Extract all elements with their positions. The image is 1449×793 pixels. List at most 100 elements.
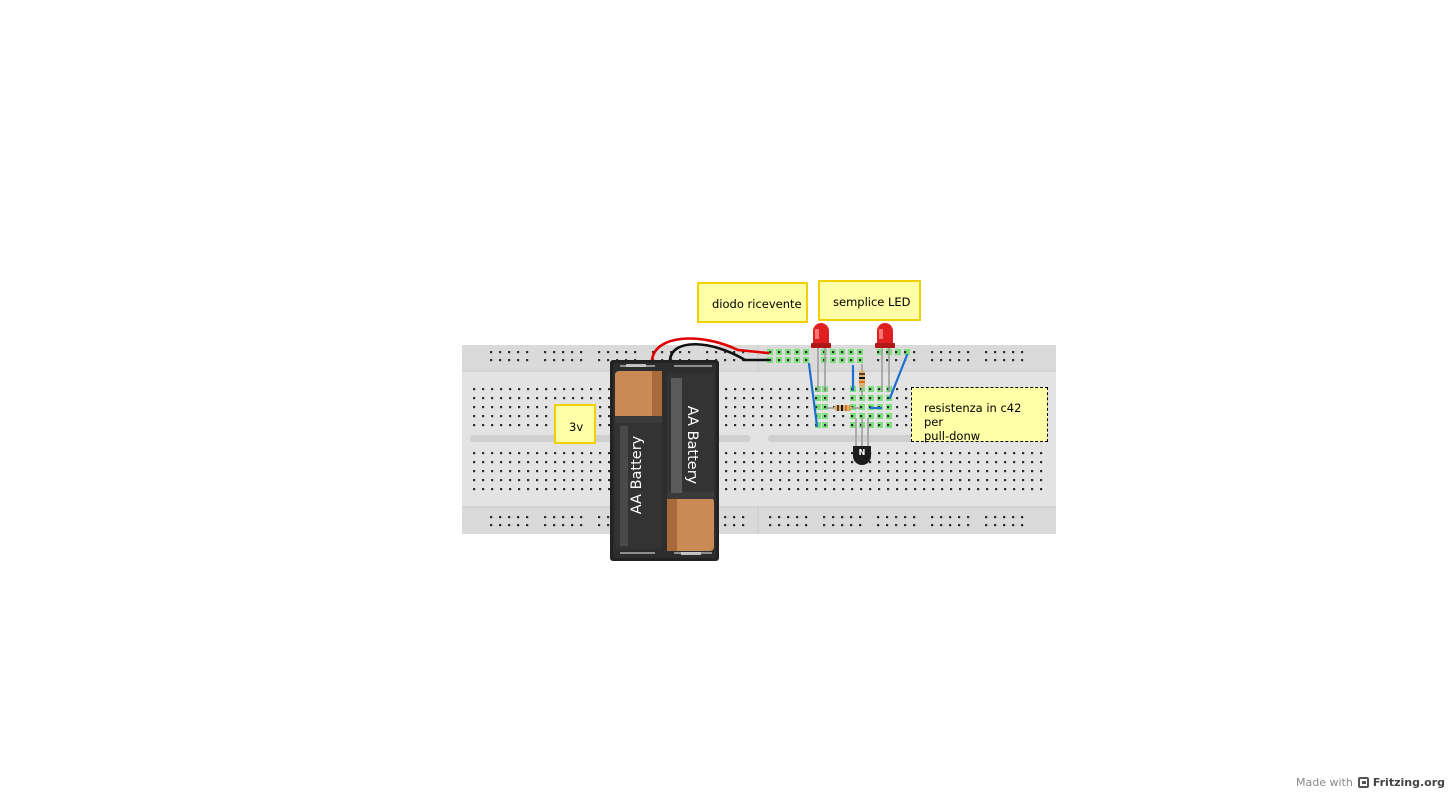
breadboard-hole (1013, 470, 1016, 473)
breadboard-hole (941, 452, 944, 455)
breadboard-hole (860, 470, 863, 473)
breadboard-hole (778, 359, 781, 362)
note-diodo-ricevente[interactable]: diodo ricevente (697, 282, 808, 323)
wire-negative (668, 343, 770, 362)
breadboard-hole (832, 351, 835, 354)
breadboard-hole (1022, 488, 1025, 491)
breadboard-hole (473, 388, 476, 391)
breadboard-hole (553, 351, 556, 354)
breadboard-hole (491, 452, 494, 455)
breadboard-hole (770, 424, 773, 427)
breadboard-hole (968, 452, 971, 455)
breadboard-hole (553, 524, 556, 527)
breadboard-hole (1003, 524, 1006, 527)
breadboard-hole (887, 488, 890, 491)
breadboard-hole (877, 359, 880, 362)
breadboard-hole (806, 388, 809, 391)
breadboard-hole (527, 488, 530, 491)
breadboard-hole (806, 461, 809, 464)
breadboard-hole (833, 415, 836, 418)
breadboard-hole (940, 351, 943, 354)
breadboard-hole (724, 351, 727, 354)
breadboard-hole (761, 452, 764, 455)
breadboard-hole (527, 415, 530, 418)
breadboard-hole (949, 359, 952, 362)
breadboard-hole (1040, 452, 1043, 455)
breadboard-hole (608, 388, 611, 391)
breadboard-hole (725, 388, 728, 391)
note-semplice-led[interactable]: semplice LED (818, 280, 921, 321)
breadboard-hole (995, 488, 998, 491)
breadboard-hole (473, 452, 476, 455)
breadboard-hole (770, 461, 773, 464)
breadboard-hole (581, 461, 584, 464)
breadboard-hole (850, 351, 853, 354)
breadboard-hole (896, 470, 899, 473)
breadboard-hole (688, 351, 691, 354)
breadboard-hole (491, 388, 494, 391)
breadboard-hole (778, 524, 781, 527)
breadboard-hole (878, 488, 881, 491)
breadboard-hole (572, 452, 575, 455)
breadboard-hole (562, 516, 565, 519)
breadboard-hole (599, 397, 602, 400)
breadboard-hole (608, 470, 611, 473)
wire-positive (650, 337, 770, 362)
breadboard-hole (779, 397, 782, 400)
breadboard-hole (1013, 479, 1016, 482)
breadboard-hole (815, 479, 818, 482)
breadboard-hole (743, 488, 746, 491)
breadboard-hole (779, 479, 782, 482)
breadboard-hole (580, 516, 583, 519)
breadboard-hole (886, 359, 889, 362)
breadboard-hole (500, 397, 503, 400)
breadboard-hole (770, 406, 773, 409)
breadboard-hole (562, 351, 565, 354)
breadboard-hole (545, 488, 548, 491)
breadboard-hole (788, 470, 791, 473)
breadboard-hole (1004, 452, 1007, 455)
breadboard-hole (931, 351, 934, 354)
breadboard-hole (823, 359, 826, 362)
breadboard-hole (490, 524, 493, 527)
breadboard-hole (491, 415, 494, 418)
breadboard-hole (500, 461, 503, 464)
breadboard-hole (968, 479, 971, 482)
breadboard-hole (896, 415, 899, 418)
breadboard-hole (977, 488, 980, 491)
hole-highlight (815, 404, 821, 410)
breadboard-hole (581, 488, 584, 491)
breadboard-hole (869, 461, 872, 464)
breadboard-hole (761, 470, 764, 473)
breadboard-hole (527, 406, 530, 409)
breadboard-hole (499, 351, 502, 354)
breadboard-hole (734, 461, 737, 464)
breadboard-hole (796, 351, 799, 354)
breadboard-hole (536, 388, 539, 391)
breadboard-hole (761, 488, 764, 491)
note-resistor[interactable]: resistenza in c42 per pull-donw (911, 387, 1048, 443)
breadboard-hole (896, 424, 899, 427)
breadboard-hole (545, 406, 548, 409)
breadboard-hole (985, 516, 988, 519)
breadboard-hole (508, 351, 511, 354)
breadboard-hole (554, 479, 557, 482)
breadboard-hole (994, 351, 997, 354)
breadboard-hole (608, 397, 611, 400)
breadboard-hole (509, 406, 512, 409)
breadboard-hole (518, 461, 521, 464)
breadboard-hole (877, 516, 880, 519)
breadboard-hole (734, 479, 737, 482)
breadboard-hole (518, 424, 521, 427)
breadboard-hole (725, 488, 728, 491)
breadboard-hole (473, 415, 476, 418)
breadboard-hole (977, 452, 980, 455)
breadboard-hole (833, 461, 836, 464)
breadboard-hole (725, 406, 728, 409)
breadboard-hole (581, 452, 584, 455)
breadboard-hole (572, 388, 575, 391)
resistor-horizontal (826, 405, 860, 411)
breadboard-hole (572, 461, 575, 464)
note-voltage[interactable]: 3v (554, 404, 596, 444)
breadboard-hole (652, 351, 655, 354)
